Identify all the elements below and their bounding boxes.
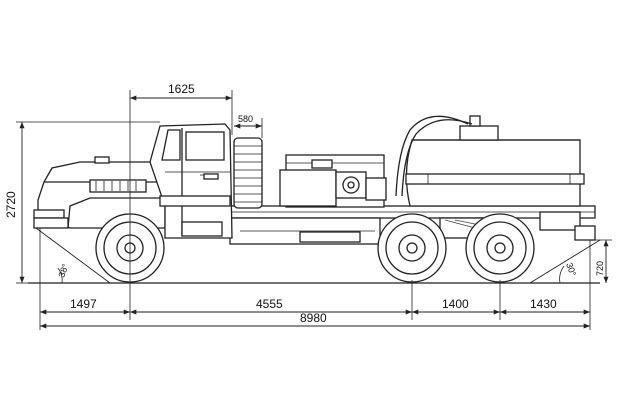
departure-angle-lines xyxy=(529,239,601,284)
dim-rear-axle-spacing: 1400 xyxy=(442,297,469,311)
rear-wheel-2 xyxy=(465,213,535,283)
approach-angle-lines xyxy=(35,227,111,284)
dim-wheelbase: 4555 xyxy=(256,297,283,311)
dim-ground-clearance: 720 xyxy=(595,261,605,276)
dim-front-overhang: 1497 xyxy=(70,297,97,311)
dim-overall-height: 2720 xyxy=(4,191,18,218)
dim-spare-wheel: 580 xyxy=(238,114,253,124)
dim-approach-angle: 38° xyxy=(56,262,70,279)
dim-cab-length: 1625 xyxy=(168,82,195,96)
dim-overall-length: 8980 xyxy=(300,311,327,325)
fuel-tank xyxy=(395,115,585,207)
dimension-lines xyxy=(16,90,612,330)
dim-departure-angle: 30° xyxy=(564,261,578,278)
dim-rear-overhang: 1430 xyxy=(530,297,557,311)
equipment-box xyxy=(279,154,387,208)
truck-cab xyxy=(149,123,233,239)
rear-wheel-1 xyxy=(377,213,447,283)
truck-hood xyxy=(33,156,166,229)
spare-wheel xyxy=(233,137,263,209)
